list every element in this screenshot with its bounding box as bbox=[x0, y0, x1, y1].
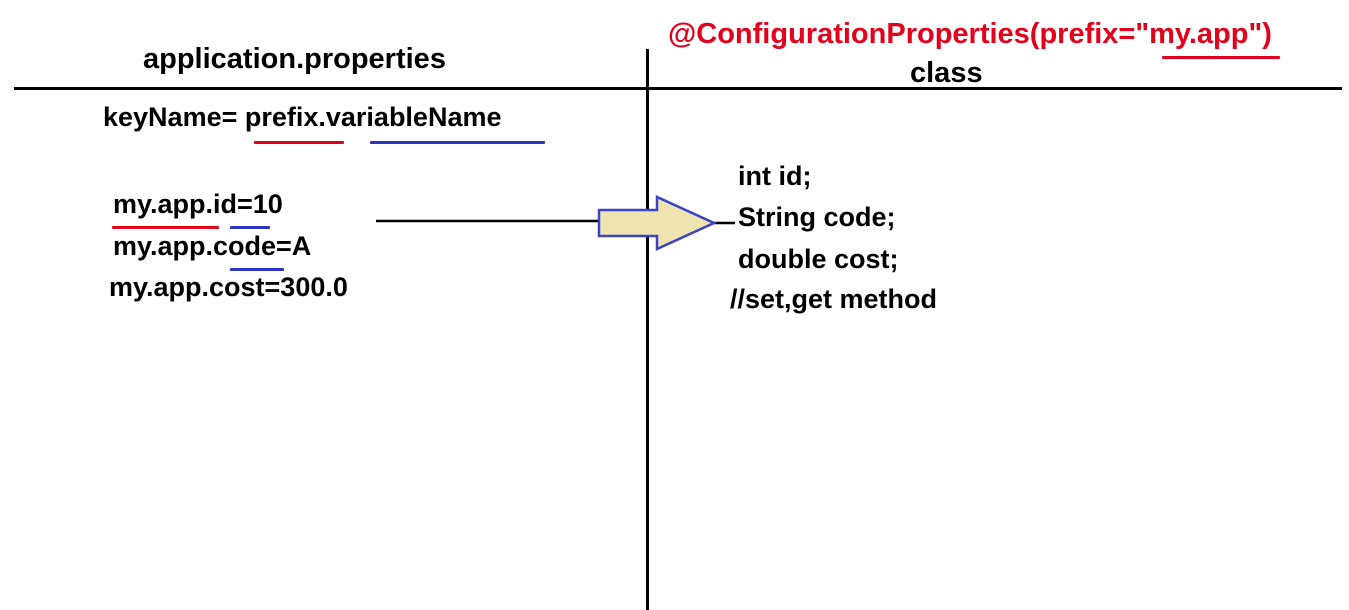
property-code: my.app.code=A bbox=[113, 231, 312, 261]
property-cost: my.app.cost=300.0 bbox=[109, 272, 348, 302]
left-header: application.properties bbox=[143, 43, 446, 75]
property-id: my.app.id=10 bbox=[113, 189, 283, 219]
field-cost: double cost; bbox=[738, 244, 899, 274]
property-prefix-underline bbox=[112, 226, 219, 229]
key-pattern: keyName= prefix.variableName bbox=[103, 102, 502, 132]
annotation-prefix-underline bbox=[1162, 56, 1280, 59]
mapping-arrow-icon bbox=[597, 195, 718, 251]
property-code-underline bbox=[230, 268, 284, 271]
property-id-underline bbox=[230, 226, 270, 229]
right-header: class bbox=[910, 57, 983, 89]
field-id: int id; bbox=[738, 161, 812, 191]
header-divider-line bbox=[14, 87, 1342, 90]
method-comment: //set,get method bbox=[730, 284, 938, 314]
field-code: String code; bbox=[738, 202, 896, 232]
prefix-underline bbox=[254, 141, 344, 144]
configuration-properties-annotation: @ConfigurationProperties(prefix="my.app"… bbox=[668, 18, 1272, 50]
column-divider-line bbox=[646, 49, 649, 610]
variable-name-underline bbox=[370, 141, 545, 144]
